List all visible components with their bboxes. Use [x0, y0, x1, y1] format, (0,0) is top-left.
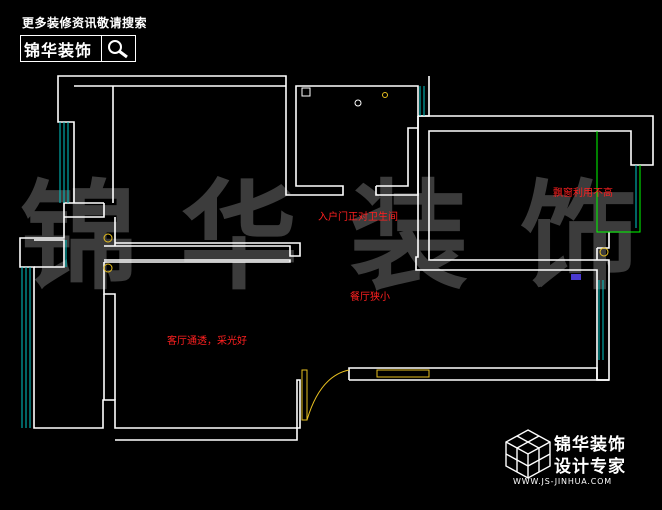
- annotation-entry: 入户门正对卫生间: [318, 212, 398, 223]
- wall-right-bedroom: [415, 115, 654, 381]
- wall-corridor-top: [104, 242, 301, 257]
- header-caption: 更多装修资讯敬请搜索: [22, 16, 148, 30]
- footer-brand-name: 锦华装饰: [554, 435, 626, 455]
- light-icon-3: [599, 247, 609, 257]
- wall-left: [19, 202, 301, 441]
- light-icon-4: [382, 92, 388, 98]
- door-leaf: [301, 369, 308, 421]
- wall-bath-inner: [376, 127, 418, 187]
- wall-living-left: [103, 262, 116, 400]
- annotation-living: 客厅通透，采光好: [167, 336, 247, 347]
- entry-door: [301, 369, 430, 421]
- watermark-char-2: 华: [180, 167, 299, 306]
- watermark-char-3: 装: [350, 167, 469, 306]
- magnifier-icon[interactable]: [100, 36, 135, 61]
- footer-brand-slogan: 设计专家: [554, 457, 626, 477]
- windows: [21, 86, 604, 428]
- light-fixtures: [103, 92, 609, 273]
- cabinet-icon: [376, 369, 430, 378]
- wall-balcony: [34, 239, 65, 268]
- walls: [19, 75, 654, 441]
- watermark-char-1: 锦: [20, 167, 139, 306]
- light-icon-2: [103, 263, 113, 273]
- wall-corridor-bottom: [104, 259, 291, 263]
- wall-left-inner: [64, 203, 105, 218]
- light-icon-1: [103, 233, 113, 243]
- wall-right-corner: [597, 232, 610, 249]
- annotation-dining: 餐厅狭小: [350, 292, 390, 303]
- logo-text: 锦华装饰: [24, 40, 93, 60]
- door-swing: [306, 369, 350, 421]
- equipment-icon: [571, 274, 581, 280]
- annotation-bay-window: 飘窗利用不高: [553, 188, 613, 199]
- toilet-icon: [301, 87, 311, 97]
- wall-top-left: [57, 75, 430, 203]
- bay-window: [596, 131, 641, 233]
- footer-brand-url[interactable]: WWW.JS-JINHUA.COM: [513, 477, 612, 486]
- bath-fixture-icon: [354, 99, 362, 107]
- brand-logo-box: 锦华装饰: [20, 35, 136, 62]
